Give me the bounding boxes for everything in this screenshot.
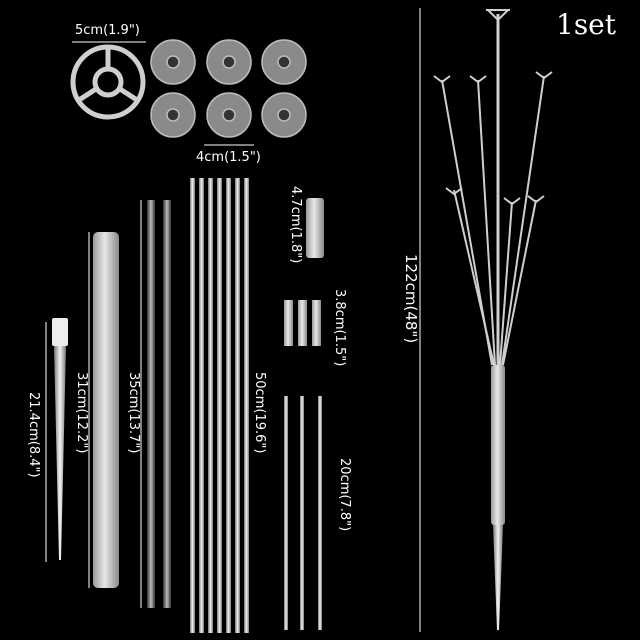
stick-20-size: 20cm(7.8") (337, 458, 352, 532)
small-connectors (150, 39, 307, 138)
tube-31-size: 31cm(12.2") (74, 372, 89, 454)
sticks-35cm (147, 200, 171, 608)
connector-small-size: 4cm(1.5") (196, 150, 261, 165)
tube-31cm (93, 232, 119, 588)
tubes-3-8cm (284, 300, 321, 346)
stick-50-size: 50cm(19.6") (252, 372, 267, 454)
ground-spike (52, 318, 68, 560)
tube-short-size: 4.7cm(1.8") (288, 186, 303, 264)
sticks-50cm (190, 178, 249, 633)
stick-35-size: 35cm(13.7") (126, 372, 141, 454)
sticks-20cm (284, 396, 322, 630)
assembled-spike (493, 525, 503, 630)
connector-large-size: 5cm(1.9") (75, 23, 140, 38)
tube-mini-size: 3.8cm(1.5") (332, 289, 347, 367)
total-height-size: 122cm(48") (402, 254, 420, 344)
large-connector (70, 44, 146, 120)
spike-size: 21.4cm(8.4") (26, 392, 41, 478)
set-count-title: 1set (556, 8, 617, 41)
assembled-base-tube (491, 365, 505, 525)
tube-4-7cm (306, 198, 324, 258)
assembled-balloon-column (433, 9, 553, 370)
